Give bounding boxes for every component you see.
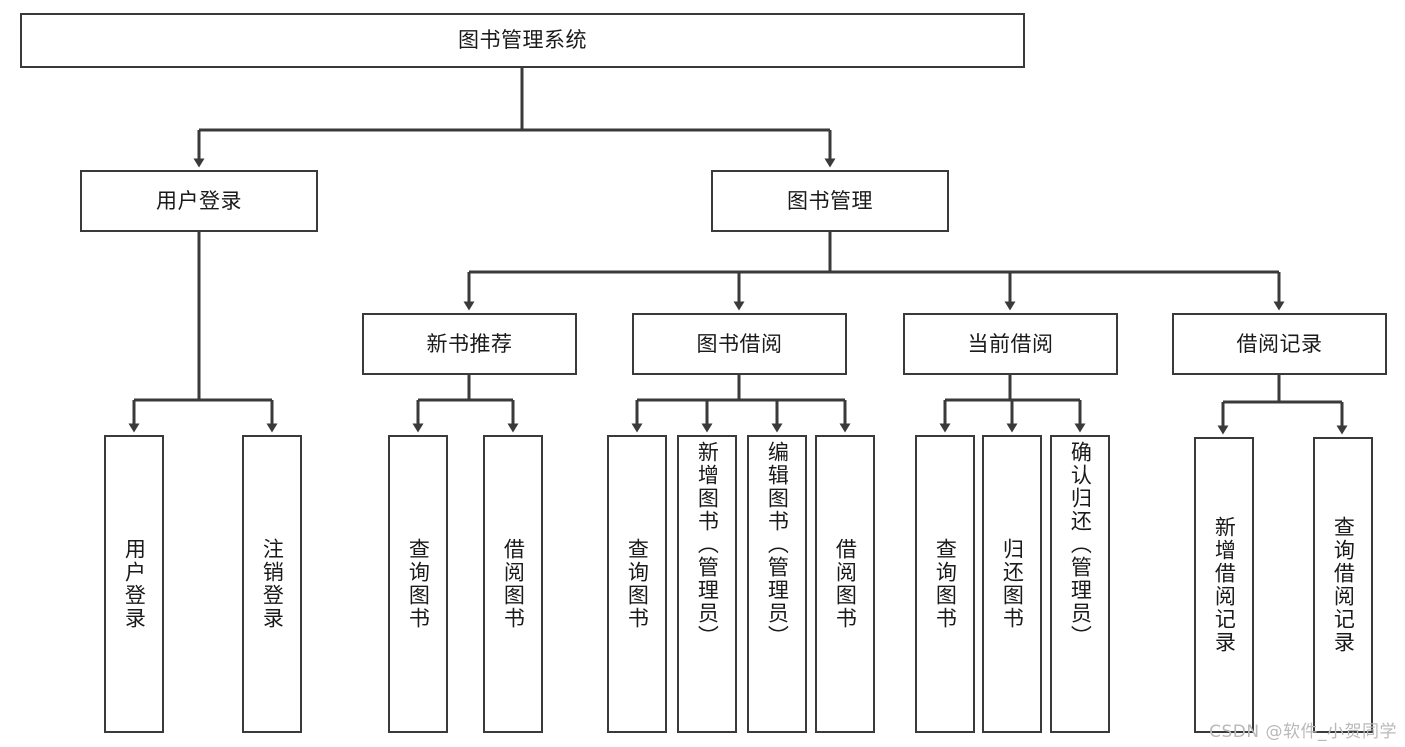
node-new-book-recommend[interactable]: 新书推荐 bbox=[362, 313, 577, 375]
leaf-user-login-logout[interactable]: 注销登录 bbox=[242, 435, 302, 733]
node-label: 查询图书 bbox=[933, 538, 958, 630]
leaf-book-borrow-add-book-admin[interactable]: 新增图书（管理员） bbox=[677, 435, 737, 733]
leaf-book-borrow-edit-book-admin[interactable]: 编辑图书（管理员） bbox=[747, 435, 807, 733]
node-label: 查询借阅记录 bbox=[1331, 516, 1356, 654]
leaf-new-book-borrow-book[interactable]: 借阅图书 bbox=[483, 435, 543, 733]
node-label: 确认归还（管理员） bbox=[1068, 441, 1093, 648]
leaf-current-borrow-confirm-return-admin[interactable]: 确认归还（管理员） bbox=[1050, 435, 1110, 733]
node-label: 图书借阅 bbox=[696, 331, 783, 356]
node-label: 编辑图书（管理员） bbox=[765, 441, 790, 648]
leaf-current-borrow-query-book[interactable]: 查询图书 bbox=[915, 435, 975, 733]
leaf-borrow-record-add-record[interactable]: 新增借阅记录 bbox=[1194, 437, 1254, 733]
node-book-management[interactable]: 图书管理 bbox=[711, 170, 949, 232]
node-root-book-management-system[interactable]: 图书管理系统 bbox=[20, 13, 1025, 68]
node-book-borrow[interactable]: 图书借阅 bbox=[632, 313, 847, 375]
leaf-user-login-login[interactable]: 用户登录 bbox=[104, 435, 164, 733]
node-label: 新增图书（管理员） bbox=[695, 441, 720, 648]
leaf-book-borrow-query-book[interactable]: 查询图书 bbox=[607, 435, 667, 733]
node-label: 归还图书 bbox=[1000, 538, 1025, 630]
node-label: 用户登录 bbox=[122, 538, 147, 630]
node-borrow-record[interactable]: 借阅记录 bbox=[1172, 313, 1387, 375]
node-label: 查询图书 bbox=[406, 538, 431, 630]
leaf-current-borrow-return-book[interactable]: 归还图书 bbox=[982, 435, 1042, 733]
node-label: 借阅记录 bbox=[1236, 331, 1323, 356]
node-label: 图书管理 bbox=[787, 188, 873, 213]
node-label: 借阅图书 bbox=[501, 538, 526, 630]
node-label: 当前借阅 bbox=[967, 331, 1054, 356]
node-current-borrow[interactable]: 当前借阅 bbox=[903, 313, 1118, 375]
leaf-borrow-record-query-record[interactable]: 查询借阅记录 bbox=[1313, 437, 1373, 733]
node-label: 借阅图书 bbox=[833, 538, 858, 630]
node-label: 新书推荐 bbox=[426, 331, 513, 356]
node-label: 图书管理系统 bbox=[458, 28, 587, 53]
node-label: 注销登录 bbox=[260, 538, 285, 630]
leaf-book-borrow-borrow-book[interactable]: 借阅图书 bbox=[815, 435, 875, 733]
node-label: 新增借阅记录 bbox=[1212, 516, 1237, 654]
node-label: 用户登录 bbox=[156, 188, 242, 213]
node-user-login[interactable]: 用户登录 bbox=[80, 170, 318, 232]
leaf-new-book-query-book[interactable]: 查询图书 bbox=[388, 435, 448, 733]
node-label: 查询图书 bbox=[625, 538, 650, 630]
